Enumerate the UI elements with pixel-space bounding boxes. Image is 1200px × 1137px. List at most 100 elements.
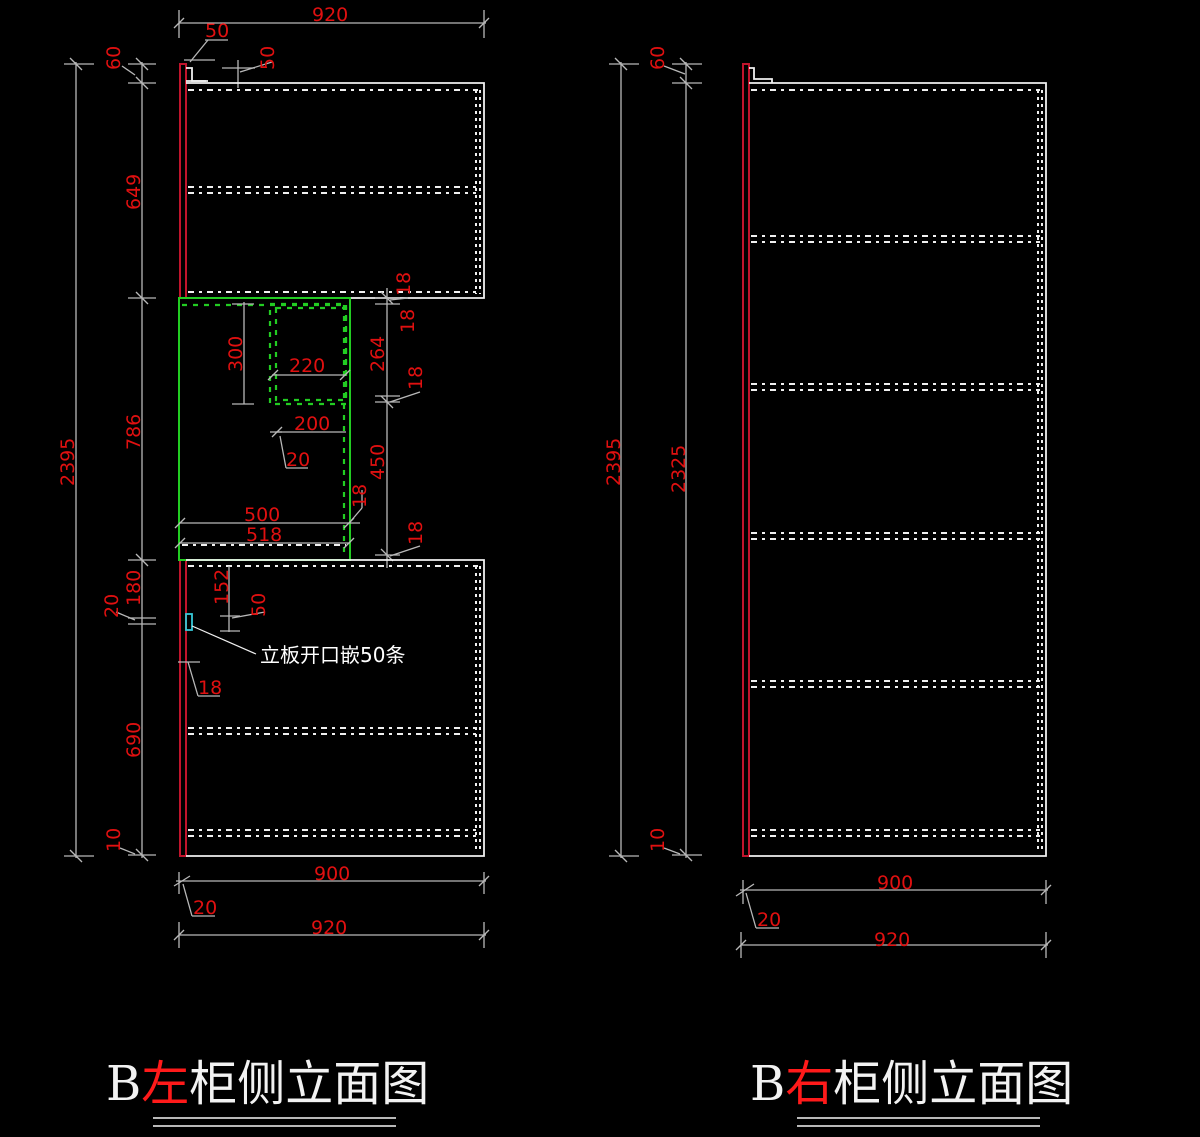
dim-right-18-fourth: 18 — [349, 484, 371, 508]
dim-left-lower-690: 690 — [123, 722, 145, 758]
tick-mark — [174, 537, 186, 549]
top-hook — [749, 67, 773, 83]
tick-mark — [69, 57, 83, 71]
right-shelves — [751, 235, 1040, 688]
tick-mark — [380, 548, 394, 562]
tick-mark — [478, 929, 490, 941]
left-upper-box — [186, 82, 485, 299]
left-top-920-dimension: 920 — [173, 4, 490, 38]
leader-line — [745, 892, 757, 929]
tick-mark — [380, 291, 394, 305]
dim-slot-152: 152 — [211, 569, 233, 605]
dim-left-top-50: 50 — [205, 20, 229, 42]
tick-mark — [735, 883, 755, 897]
right-title-highlight: 右 — [785, 1056, 833, 1112]
right-side-panel — [742, 63, 750, 857]
dim-left-bottom-20: 20 — [193, 897, 217, 919]
tick-mark — [1040, 884, 1052, 896]
dim-left-middle-786: 786 — [123, 414, 145, 450]
dim-niche-500: 500 — [244, 504, 280, 526]
dim-right-18-top: 18 — [393, 272, 415, 296]
niche-inner-box-outer — [268, 302, 348, 406]
tick-mark — [614, 849, 628, 863]
leader-line — [231, 611, 266, 619]
tick-mark — [267, 369, 279, 381]
left-side-panel-lower — [179, 559, 187, 857]
left-title-highlight: 左 — [141, 1056, 189, 1112]
dim-niche-220: 220 — [289, 355, 325, 377]
right-box — [749, 82, 1047, 857]
right-cabinet: 60 2395 2325 10 900 20 920 B右柜侧立面图 — [603, 46, 1073, 1127]
tick-mark — [735, 939, 747, 951]
right-title: B右柜侧立面图 — [750, 1056, 1073, 1112]
leader-line — [121, 65, 136, 76]
dim-right-total-2395: 2395 — [603, 438, 625, 486]
leader-line — [389, 297, 409, 301]
leader-line — [119, 847, 136, 855]
tick-mark — [173, 875, 191, 887]
leader-line — [389, 545, 421, 557]
tick-mark — [679, 76, 693, 90]
leader-line — [115, 611, 136, 621]
dim-left-top-step-50: 50 — [257, 46, 279, 70]
leader-line — [279, 435, 287, 469]
slot-note: 立板开口嵌50条 — [260, 643, 405, 667]
niche-inner-box — [274, 306, 348, 402]
dim-right-18-bottom: 18 — [405, 521, 427, 545]
top-hook — [186, 67, 208, 82]
dim-left-lower-180: 180 — [123, 570, 145, 606]
tick-mark — [343, 537, 355, 549]
dim-right-bottom-920: 920 — [874, 929, 910, 951]
dim-niche-offset-20: 20 — [286, 449, 310, 471]
dim-niche-518: 518 — [246, 524, 282, 546]
dim-left-bottom-920: 920 — [311, 917, 347, 939]
tick-mark — [380, 395, 394, 409]
dim-right-inner-2325: 2325 — [668, 445, 690, 493]
leader-line — [663, 847, 681, 855]
dim-right-base-10: 10 — [647, 828, 669, 852]
right-title-suffix: 柜侧立面图 — [833, 1056, 1073, 1112]
leader-line — [187, 661, 199, 697]
tick-mark — [135, 553, 149, 567]
left-side-panel-upper — [179, 63, 187, 299]
right-title-prefix: B — [750, 1056, 785, 1112]
dim-left-gap-20: 20 — [101, 594, 123, 618]
dim-left-base-10: 10 — [103, 828, 125, 852]
tick-mark — [174, 517, 186, 529]
leader-line — [389, 391, 421, 403]
leader-line — [189, 39, 209, 63]
leader-line — [663, 65, 686, 75]
tick-mark — [135, 291, 149, 305]
leader-line — [239, 61, 273, 73]
tick-mark — [614, 57, 628, 71]
dim-side-18: 18 — [198, 677, 222, 699]
left-cabinet: 920 50 50 2395 60 649 786 — [57, 4, 490, 1127]
tick-mark — [339, 369, 351, 381]
tick-mark — [135, 57, 149, 71]
left-lower-box — [186, 559, 485, 857]
dim-right-bottom-900: 900 — [877, 872, 913, 894]
leader-line — [349, 507, 363, 523]
dim-right-18-third: 18 — [405, 366, 427, 390]
tick-mark — [271, 426, 283, 438]
tick-mark — [679, 57, 693, 71]
left-title-prefix: B — [106, 1056, 141, 1112]
tick-mark — [679, 848, 693, 862]
left-title: B左柜侧立面图 — [106, 1056, 429, 1112]
note-leader-line — [191, 625, 257, 655]
slot-marker — [185, 613, 193, 631]
dim-left-top-920: 920 — [312, 4, 348, 26]
tick-mark — [478, 17, 490, 29]
tick-mark — [478, 875, 490, 887]
tick-mark — [135, 76, 149, 90]
tick-mark — [173, 929, 185, 941]
dim-right-450: 450 — [367, 444, 389, 480]
dim-right-bottom-20: 20 — [757, 909, 781, 931]
dim-slot-50: 50 — [248, 593, 270, 617]
dim-right-18-second: 18 — [397, 309, 419, 333]
dim-left-upper-649: 649 — [123, 174, 145, 210]
dim-niche-200: 200 — [294, 413, 330, 435]
dim-niche-300: 300 — [225, 336, 247, 372]
tick-mark — [135, 848, 149, 862]
